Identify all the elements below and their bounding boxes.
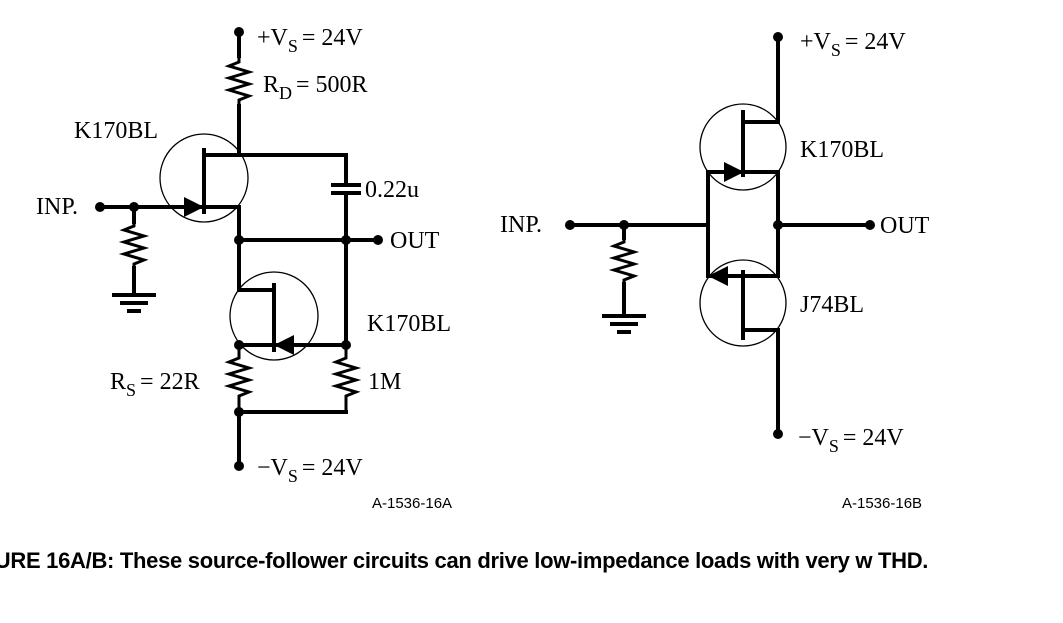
q1-label-a: K170BL [74, 118, 158, 144]
r1m-label: 1M [368, 369, 401, 395]
q1-jfet-a [159, 133, 249, 223]
figure-caption: GURE 16A/B: These source-follower circui… [0, 548, 929, 573]
rs-label: RS= 22R [110, 369, 200, 400]
rd-label: RD= 500R [263, 72, 368, 103]
q2-jfet-a [229, 271, 348, 361]
circuit-b: +VS= 24V K170BL INP. OUT J74BL −VS= 24V … [500, 29, 930, 512]
supply-pos-label-b: +VS= 24V [800, 29, 906, 60]
output-label-b: OUT [880, 213, 930, 239]
supply-neg-terminal-b [773, 429, 783, 439]
q2-label-b: J74BL [800, 292, 864, 318]
supply-pos-label-a: +VS= 24V [257, 25, 363, 56]
q1-jfet-b [699, 103, 787, 191]
coupling-capacitor [331, 183, 361, 195]
q1-label-b: K170BL [800, 137, 884, 163]
figure-code-a: A-1536-16A [372, 495, 452, 512]
supply-neg-label-b: −VS= 24V [798, 425, 904, 456]
output-terminal-a [373, 235, 383, 245]
ground-icon-b [602, 314, 646, 334]
ground-icon-a [112, 293, 156, 313]
output-label-a: OUT [390, 228, 440, 254]
output-terminal-b [865, 220, 875, 230]
capacitor-label: 0.22u [365, 177, 419, 203]
figure-code-b: A-1536-16B [842, 495, 922, 512]
supply-neg-label-a: −VS= 24V [257, 455, 363, 486]
input-bias-resistor-a [118, 222, 150, 268]
q2-label-a: K170BL [367, 311, 451, 337]
input-bias-resistor-b [608, 238, 640, 284]
rd-resistor [223, 56, 255, 106]
input-label-a: INP. [36, 194, 78, 220]
input-label-b: INP. [500, 212, 542, 238]
rs-resistor [223, 345, 255, 412]
r1m-resistor [330, 345, 362, 412]
circuit-a: +VS= 24V RD= 500R K170BL INP. 0.22u OUT … [36, 25, 452, 512]
supply-neg-terminal-a [234, 461, 244, 471]
q2-jfet-b [699, 259, 787, 347]
